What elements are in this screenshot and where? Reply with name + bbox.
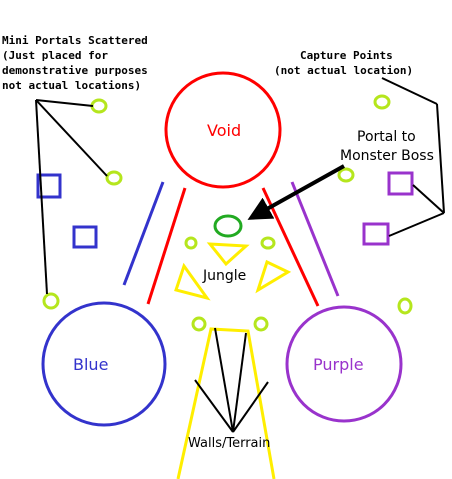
mini-portals-annotation: Mini Portals Scattered [2,34,148,47]
mini-portals-annotation: not actual locations) [2,79,141,92]
jungle-triangle-left [174,262,211,301]
mini-portal [397,297,413,315]
void-label: Void [207,121,241,140]
void-base-circle [164,71,282,189]
blue-base-circle [41,301,167,427]
capture-point-pointer [436,103,445,214]
mini-portal-pointer [35,99,94,107]
mini-portal [184,236,198,250]
mini-portal [42,292,60,310]
jungle-triangle-right [255,259,292,294]
walls-pointer [214,327,234,433]
capture-point-blue-2 [72,225,98,249]
mini-portal [105,170,123,186]
walls-label: Walls/Terrain [188,436,270,451]
walls-pointer [194,379,234,433]
mini-portal-pointer [35,99,48,295]
portal-boss-label: Monster Boss [340,148,434,164]
mini-portals-annotation: demonstrative purposes [2,64,148,77]
capture-point-pointer [412,184,445,214]
purple-lane-line [290,181,340,297]
capture-point-blue-1 [36,173,62,199]
blue-label: Blue [73,355,108,374]
capture-points-annotation: (not actual location) [274,64,413,77]
portal-boss-label: Portal to [357,129,416,145]
mini-portal [373,94,391,110]
jungle-wall-bottom [176,327,276,479]
mini-portal [337,167,355,183]
jungle-triangle-top [206,242,250,267]
portal-boss-arrow [247,164,345,220]
capture-point-pointer [388,212,445,237]
mini-portal [191,316,207,332]
mini-portals-annotation: (Just placed for [2,49,108,62]
capture-point-purple-2 [362,222,390,246]
jungle-label: Jungle [202,268,246,284]
capture-point-purple-1 [387,171,414,196]
mini-portal [253,316,269,332]
blue-lane-line [122,181,165,286]
monster-boss-portal [213,214,243,238]
purple-label: Purple [313,355,364,374]
purple-base-circle [285,305,403,423]
capture-point-pointer [381,77,438,105]
walls-pointer [232,381,269,433]
mini-portal [90,98,108,114]
walls-pointer [232,332,247,433]
mini-portal [260,236,276,250]
void-lane-line-left [146,187,187,305]
capture-points-annotation: Capture Points [300,49,393,62]
mini-portal-pointer [35,99,108,177]
